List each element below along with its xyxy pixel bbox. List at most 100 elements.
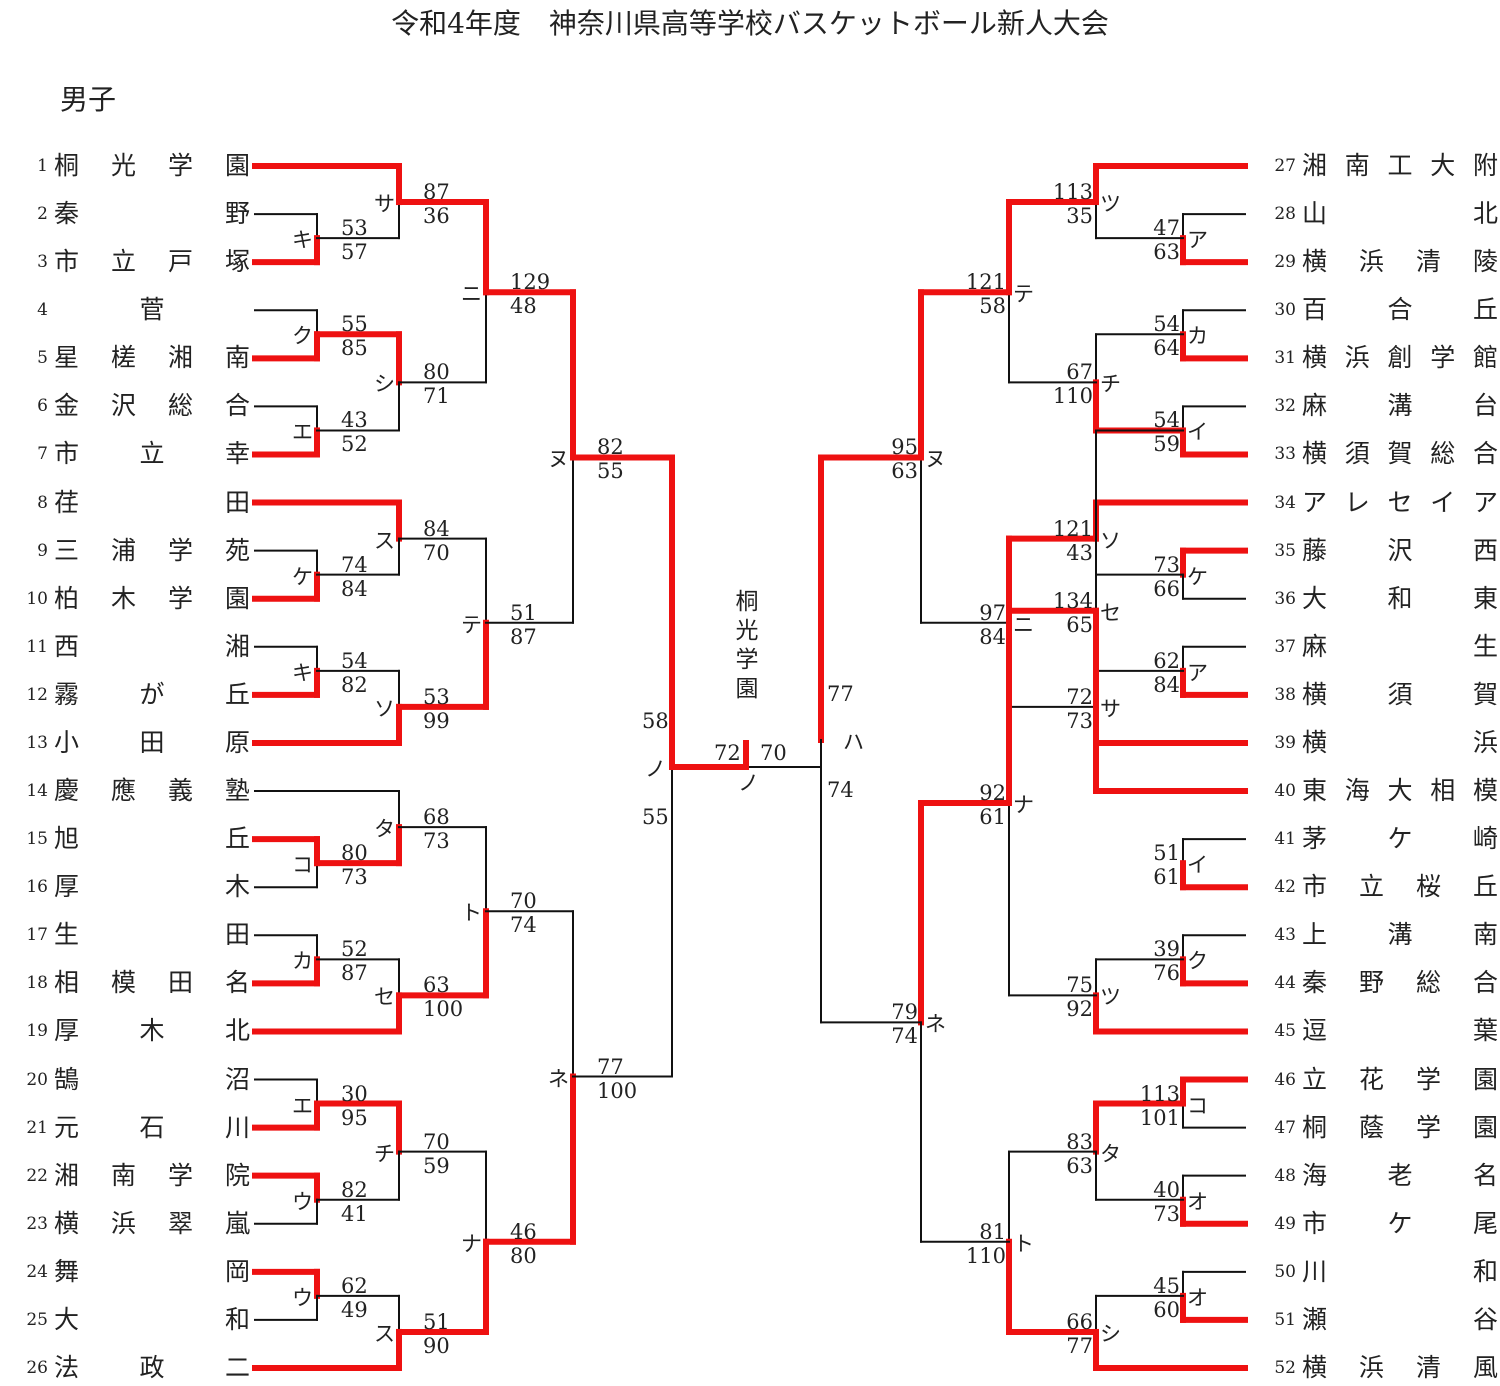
score-top: 121	[965, 270, 1006, 295]
team-seed-number: 1	[37, 156, 48, 176]
score-top: 121	[1052, 516, 1093, 541]
team-name: 市ケ尾	[1302, 1208, 1498, 1238]
score-bottom: 70	[423, 540, 450, 565]
round-label: イ	[1187, 420, 1208, 445]
team-seed-number: 13	[26, 732, 48, 753]
round-label: コ	[1187, 1093, 1208, 1118]
round-label: セ	[374, 985, 395, 1010]
score-bottom: 74	[510, 913, 537, 938]
final-score-right: 70	[760, 741, 787, 765]
division-label: 男子	[60, 83, 117, 116]
team-name: 湘南学院	[54, 1160, 250, 1190]
round-label: ア	[1187, 660, 1208, 685]
score-bottom: 63	[1153, 240, 1180, 265]
round-label: テ	[461, 612, 482, 637]
team-name: 横浜	[1302, 727, 1498, 757]
round-label: キ	[292, 228, 313, 253]
score-top: 73	[1153, 552, 1180, 577]
round-label: ス	[374, 1321, 395, 1346]
team-name: 法政二	[54, 1353, 250, 1382]
team-seed-number: 34	[1274, 492, 1296, 513]
round-label: タ	[374, 817, 395, 842]
round-label: サ	[374, 192, 395, 217]
score-bottom: 64	[1153, 336, 1180, 361]
score-bottom: 36	[423, 204, 450, 229]
round-label: ニ	[461, 282, 482, 307]
score-top: 75	[1066, 973, 1093, 998]
team-name: 山北	[1302, 199, 1498, 229]
round-label: ト	[1013, 1231, 1034, 1256]
score-top: 95	[891, 435, 918, 460]
score-top: 79	[891, 1000, 918, 1025]
team-name: 桐光学園	[54, 151, 250, 180]
team-name: 横浜創学館	[1302, 343, 1498, 373]
team-seed-number: 14	[26, 781, 48, 802]
score-bottom: 57	[341, 240, 368, 265]
team-seed-number: 22	[26, 1165, 48, 1186]
round-label: シ	[1100, 1321, 1121, 1346]
team-seed-number: 51	[1274, 1309, 1296, 1330]
team-name: 大和東	[1302, 583, 1498, 613]
score-top: 30	[341, 1081, 368, 1106]
round-label: テ	[1013, 282, 1034, 307]
round-label: ノ	[645, 757, 666, 781]
round-label: ト	[461, 901, 482, 926]
score-top: 84	[423, 516, 450, 541]
score-top: 54	[1153, 312, 1180, 337]
score-bottom: 60	[1153, 1297, 1180, 1322]
team-seed-number: 40	[1274, 781, 1296, 802]
score-top: 63	[423, 973, 450, 998]
team-seed-number: 42	[1274, 877, 1296, 898]
team-seed-number: 6	[37, 396, 48, 417]
score-top: 67	[1066, 360, 1093, 385]
score-top: 81	[979, 1219, 1006, 1244]
team-entry: 22 湘南学院	[22, 1161, 250, 1191]
score-bottom: 110	[965, 1243, 1006, 1268]
team-seed-number: 19	[26, 1021, 48, 1042]
team-seed-number: 5	[37, 348, 48, 369]
round-label: ハ	[843, 729, 864, 754]
score-bottom: 55	[642, 805, 669, 829]
score-bottom: 61	[1153, 865, 1180, 890]
score-top: 134	[1052, 588, 1093, 613]
score-bottom: 66	[1153, 576, 1180, 601]
round-label: ケ	[1187, 564, 1208, 589]
team-seed-number: 52	[1274, 1358, 1296, 1378]
team-name: 元石川	[54, 1112, 250, 1142]
team-name: 菅	[139, 295, 165, 325]
score-top: 77	[597, 1054, 624, 1079]
team-name: 秦野	[54, 199, 250, 229]
team-name: 逗葉	[1302, 1016, 1498, 1046]
score-bottom: 59	[423, 1153, 450, 1178]
score-top: 83	[1066, 1129, 1093, 1154]
score-bottom: 63	[1066, 1153, 1093, 1178]
round-label: エ	[292, 1093, 313, 1118]
round-label: ニ	[1013, 612, 1034, 637]
team-seed-number: 33	[1274, 444, 1296, 465]
team-name: 相模田名	[54, 968, 250, 998]
team-name: 麻溝台	[1302, 391, 1498, 421]
round-label: ス	[374, 528, 395, 553]
team-seed-number: 2	[37, 204, 48, 225]
score-top: 51	[1153, 841, 1180, 866]
round-label: ナ	[1013, 793, 1034, 818]
score-bottom: 55	[597, 459, 624, 484]
team-seed-number: 4	[37, 300, 48, 321]
team-name: 川和	[1302, 1256, 1498, 1286]
